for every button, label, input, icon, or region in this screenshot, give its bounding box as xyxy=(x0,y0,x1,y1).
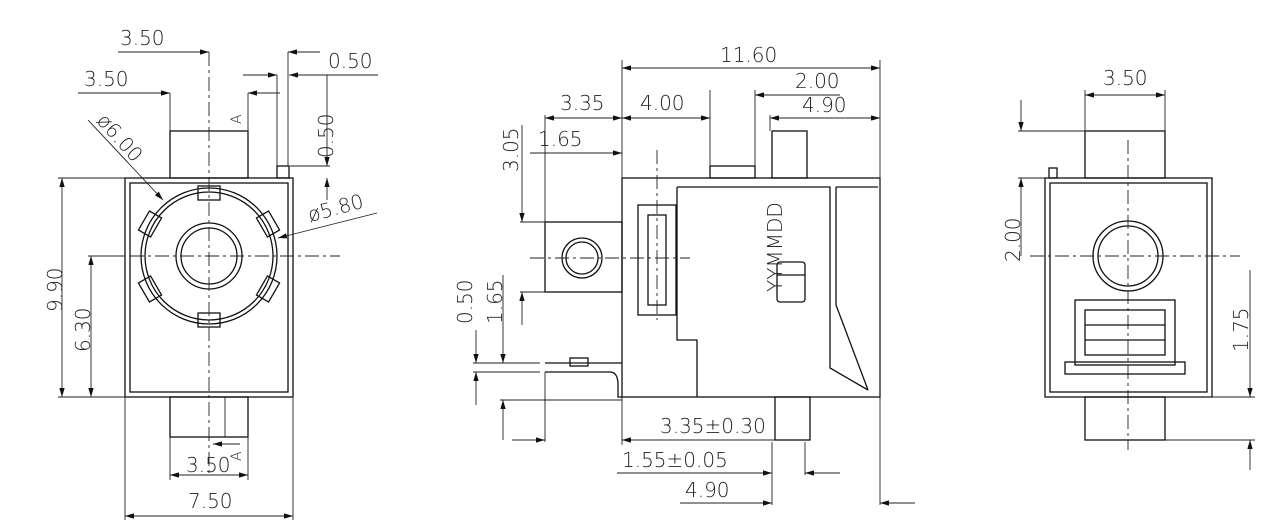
dim-11-60: 11.60 xyxy=(720,43,777,67)
dim-3-35-tolerance: 3.35±0.30 xyxy=(660,414,766,438)
dim-top-3-50: 3.50 xyxy=(120,26,165,50)
dim-3-35: 3.35 xyxy=(560,91,605,115)
rear-hole xyxy=(1092,220,1164,292)
dim-3-05: 3.05 xyxy=(499,127,523,172)
side-view: YYMMDD 11.60 2.00 4.90 4.00 3.35 1.65 3.… xyxy=(453,43,915,506)
dim-1-55-tolerance: 1.55±0.05 xyxy=(622,448,728,472)
dim-1-65-bottom: 1.65 xyxy=(483,279,507,324)
dim-left-3-50: 3.50 xyxy=(84,67,129,91)
section-mark-bottom: A xyxy=(229,451,245,461)
dim-2-00: 2.00 xyxy=(795,69,840,93)
dim-7-50: 7.50 xyxy=(188,489,233,513)
rear-view: 3.50 2.00 1.75 xyxy=(1001,66,1255,470)
side-body xyxy=(621,177,881,398)
rear-latch xyxy=(1074,299,1176,366)
dim-0-50-vertical: 0.50 xyxy=(314,113,338,158)
dim-1-65-top: 1.65 xyxy=(538,127,583,151)
dim-0-50: 0.50 xyxy=(453,279,477,324)
rear-dim-1-75: 1.75 xyxy=(1229,307,1253,352)
rear-bottom-tab xyxy=(1084,396,1166,441)
dim-9-90: 9.90 xyxy=(43,267,67,312)
side-marking-box xyxy=(776,261,806,303)
dim-4-90-top: 4.90 xyxy=(802,93,847,117)
dim-4-00: 4.00 xyxy=(640,91,685,115)
dim-4-90-bottom: 4.90 xyxy=(685,478,730,502)
dim-0-50-horizontal: 0.50 xyxy=(328,49,373,73)
front-view: 3.50 3.50 A 0.50 0.50 ø6.00 ø5.80 9.90 6… xyxy=(43,26,378,520)
dia-6-00-label: ø6.00 xyxy=(92,108,148,166)
dia-5-80-label: ø5.80 xyxy=(305,189,366,227)
section-mark-top: A xyxy=(229,114,245,124)
dim-bottom-3-50: 3.50 xyxy=(186,453,231,477)
rear-body xyxy=(1044,177,1213,398)
dim-6-30: 6.30 xyxy=(71,307,95,352)
side-left-tab xyxy=(544,221,623,293)
rear-dim-2-00: 2.00 xyxy=(1001,217,1025,262)
rear-top-tab xyxy=(1084,130,1166,179)
rear-dim-3-50: 3.50 xyxy=(1103,66,1148,90)
date-code-marking: YYMMDD xyxy=(763,202,787,292)
